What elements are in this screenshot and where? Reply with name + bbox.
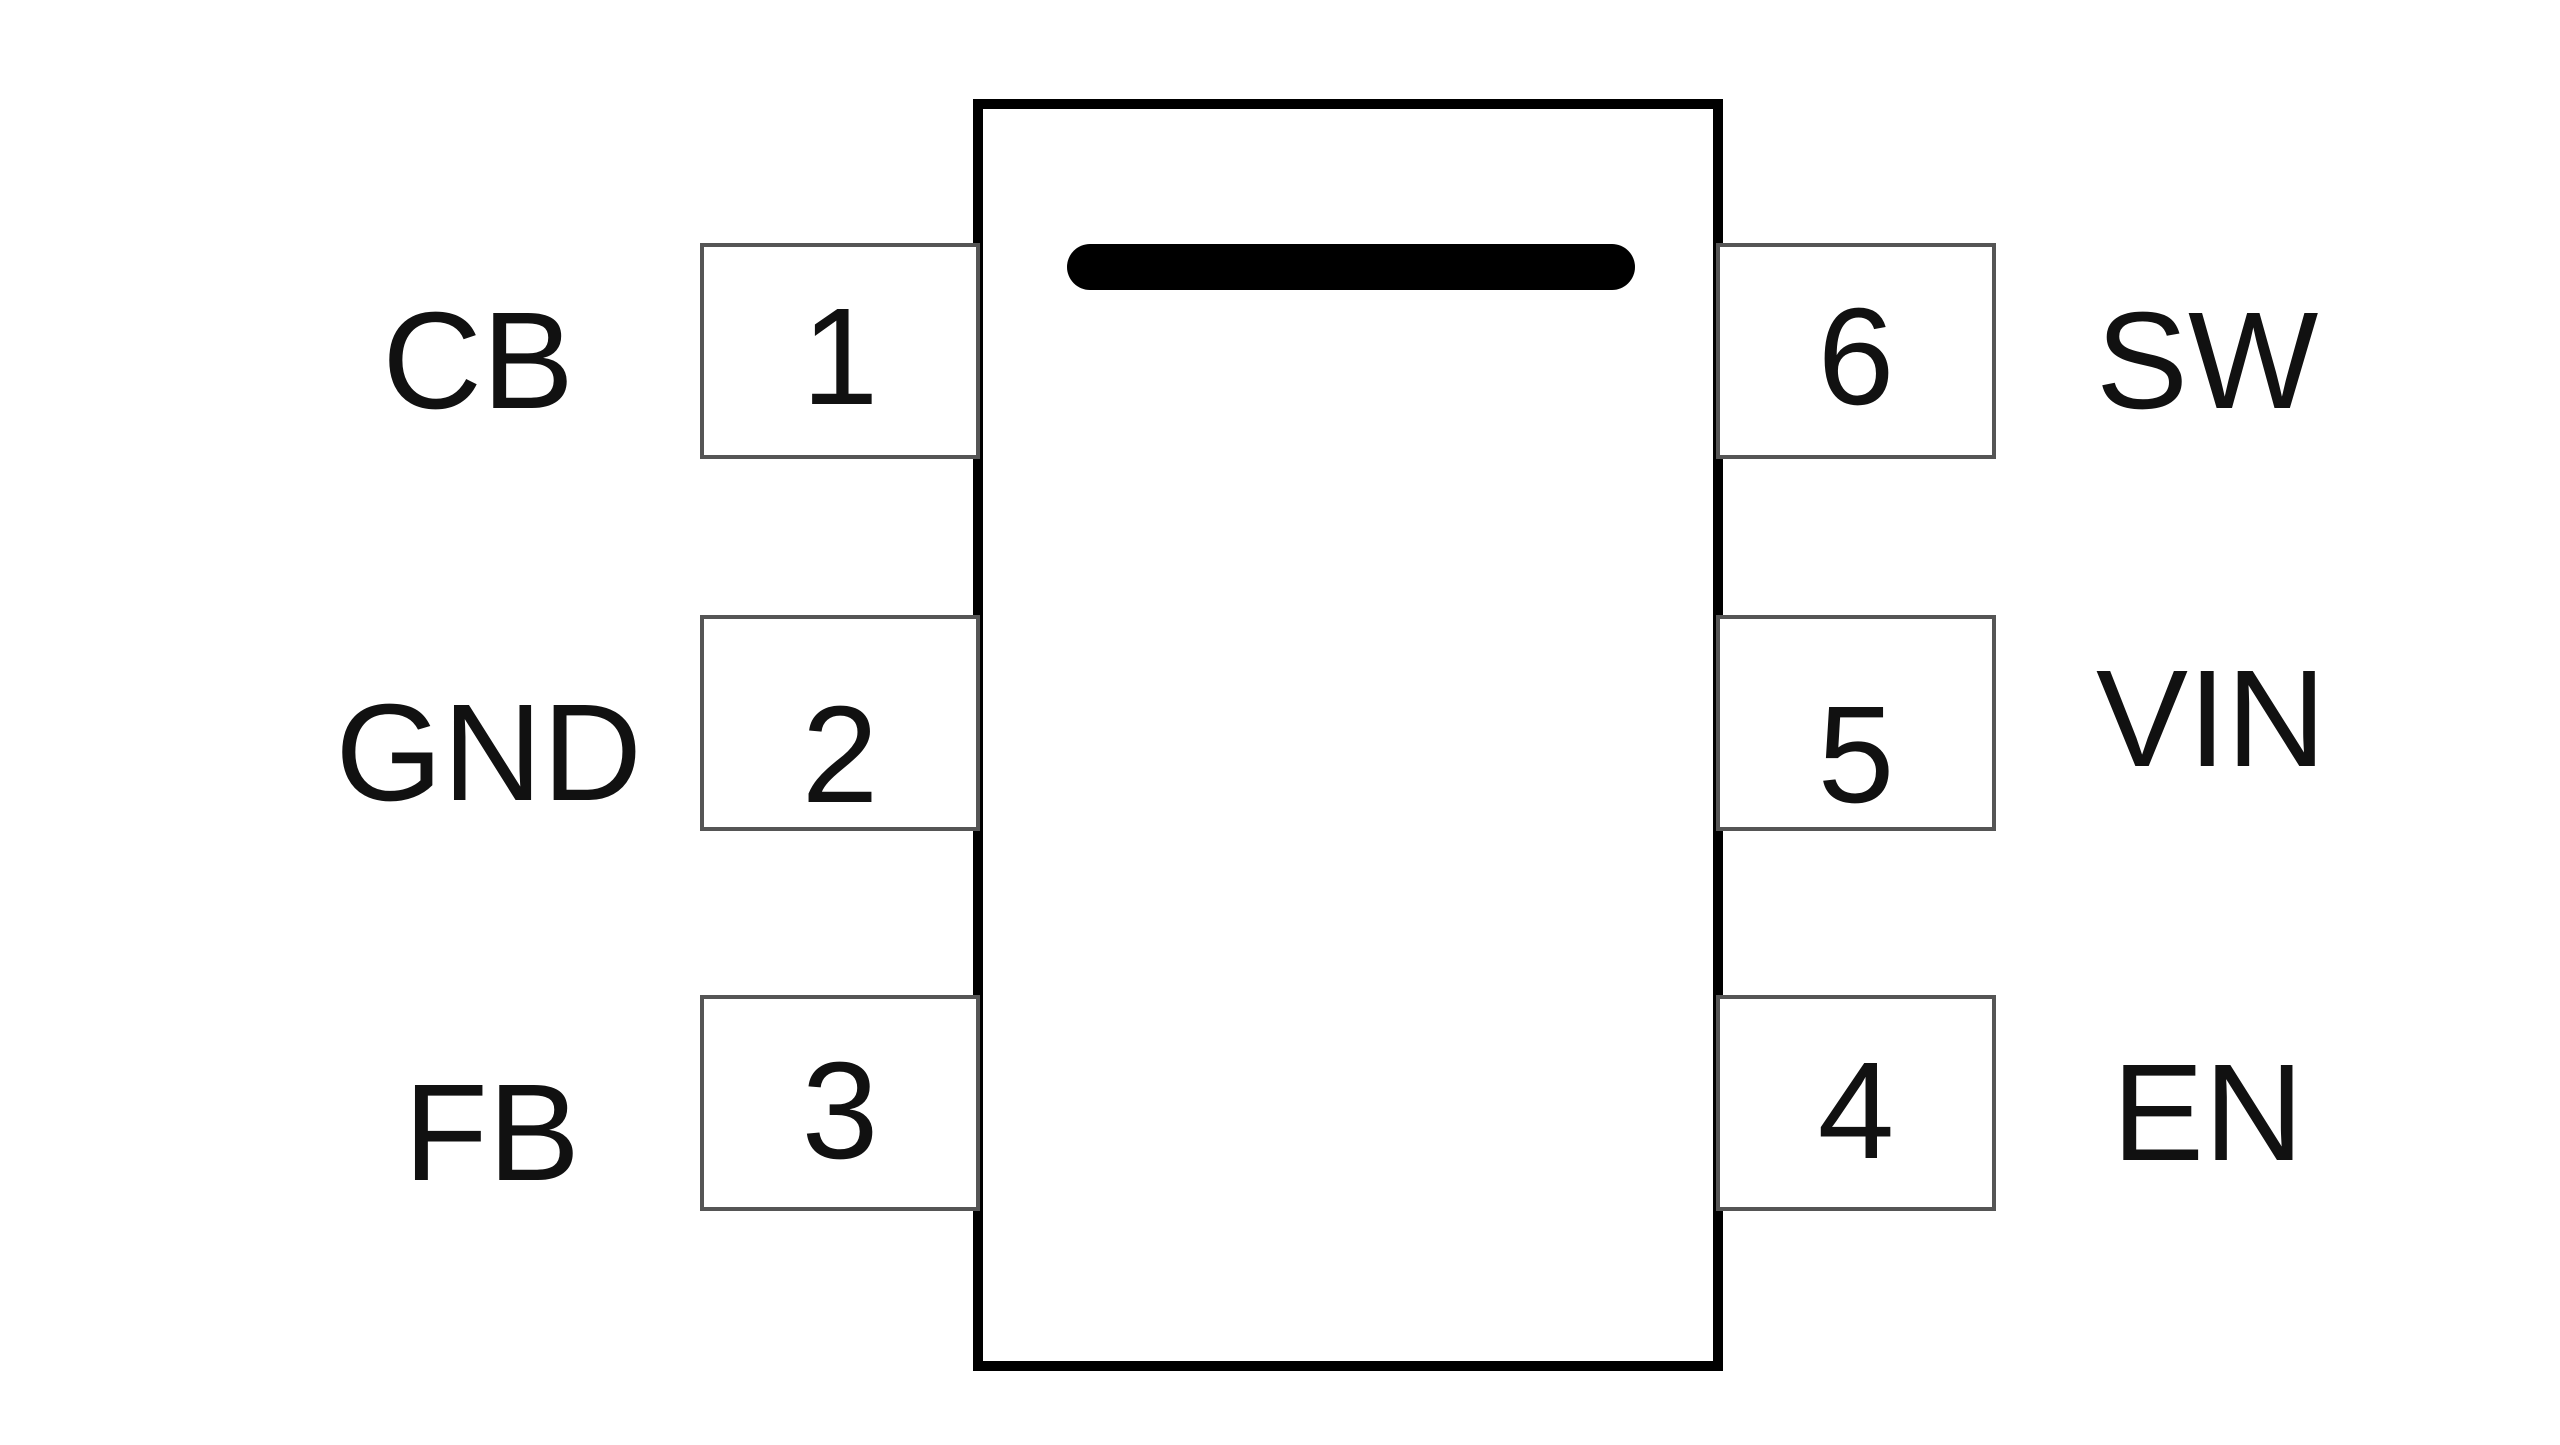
- pin-number-4: 4: [1818, 1034, 1895, 1188]
- pin-name-1: CB: [382, 284, 574, 438]
- package-body: [973, 99, 1723, 1371]
- pin-number-6: 6: [1818, 280, 1895, 434]
- pin-box-4: [1716, 995, 1996, 1211]
- pin-name-2: GND: [335, 676, 642, 830]
- pin-box-5: [1716, 615, 1996, 831]
- pin-box-1: [700, 243, 980, 459]
- pin-name-5: VIN: [2096, 642, 2326, 796]
- pin-number-1: 1: [802, 280, 879, 434]
- pin-number-5: 5: [1818, 678, 1895, 832]
- pin-number-3: 3: [802, 1034, 879, 1188]
- pin-box-2: [700, 615, 980, 831]
- pin-number-2: 2: [802, 678, 879, 832]
- pin-name-3: FB: [404, 1056, 580, 1210]
- pin-name-6: SW: [2096, 284, 2318, 438]
- pin-box-3: [700, 995, 980, 1211]
- pin-name-4: EN: [2112, 1036, 2304, 1190]
- pin-box-6: [1716, 243, 1996, 459]
